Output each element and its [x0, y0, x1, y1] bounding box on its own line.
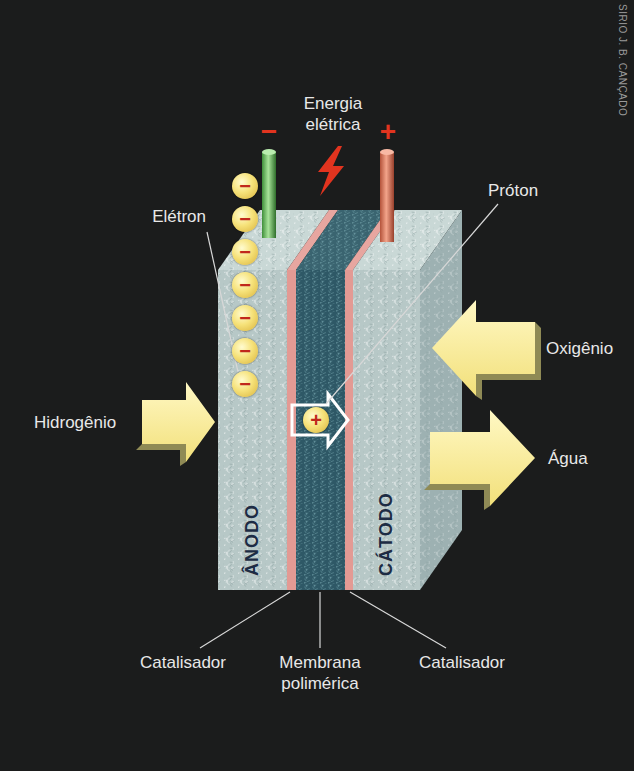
terminal-sign: +	[376, 118, 400, 146]
credit-text: SIRIO J. B. CANÇADO	[616, 4, 629, 116]
node-text: −	[239, 176, 251, 196]
electron-symbol: −	[232, 371, 258, 397]
part-label: Membrana polimérica	[270, 652, 370, 695]
node-text: −	[239, 275, 251, 295]
node-text: −	[239, 341, 251, 361]
oxygen-arrow	[432, 300, 541, 400]
proton-arrow	[292, 394, 348, 446]
side-face	[420, 210, 462, 590]
gas-label: Hidrogênio	[34, 412, 134, 433]
node-text: −	[239, 209, 251, 229]
leader-lines	[200, 204, 498, 648]
product-label: Água	[548, 448, 628, 469]
electron-label: Elétron	[116, 206, 206, 227]
part-label: Catalisador	[123, 652, 243, 673]
node-text: +	[310, 410, 322, 430]
electrode-negative	[262, 149, 276, 238]
hydrogen-arrow	[136, 382, 215, 466]
electrode-positive	[380, 149, 394, 242]
node-text: CÁTODO	[376, 492, 397, 576]
gas-label: Oxigênio	[546, 338, 630, 359]
cathode-layer: CÁTODO	[353, 270, 420, 590]
proton-label: Próton	[488, 180, 578, 201]
proton-symbol: +	[303, 407, 329, 433]
front-face	[218, 270, 420, 590]
electron-symbol: −	[232, 206, 258, 232]
node-text: −	[239, 242, 251, 262]
electron-symbol: −	[232, 338, 258, 364]
water-arrow	[424, 410, 535, 510]
lightning-symbol	[318, 146, 344, 196]
node-text: ÂNODO	[242, 504, 263, 576]
power-label: Energia elétrica	[288, 93, 378, 136]
electron-symbol: −	[232, 239, 258, 265]
node-text: −	[239, 374, 251, 394]
electron-symbol: −	[232, 272, 258, 298]
terminal-sign: −	[257, 118, 281, 146]
part-label: Catalisador	[402, 652, 522, 673]
node-text: −	[239, 308, 251, 328]
electron-symbol: −	[232, 305, 258, 331]
electron-symbol: −	[232, 173, 258, 199]
